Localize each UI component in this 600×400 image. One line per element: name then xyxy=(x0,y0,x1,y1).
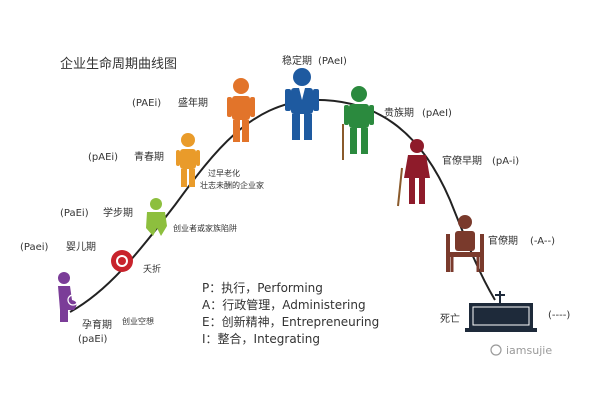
stage-name-early-bureaucracy: 官僚早期 xyxy=(442,154,482,167)
coffin-icon xyxy=(465,291,537,332)
legend-item-p: P：执行，Performing xyxy=(202,281,323,295)
aristocracy-figure-icon xyxy=(342,86,374,160)
annotation-premature-aging: 过早老化 xyxy=(208,168,240,178)
stage-name-death: 死亡 xyxy=(440,312,460,325)
infant-figure-icon xyxy=(111,250,133,272)
early-bureaucracy-figure-icon xyxy=(397,139,430,207)
diagram-title: 企业生命周期曲线图 xyxy=(60,56,177,72)
stage-code-infant: (Paei) xyxy=(20,242,49,253)
watermark: iamsujie xyxy=(490,344,552,357)
bureaucracy-figure-icon xyxy=(446,215,484,272)
annotation-unfulfilled-entrepreneur: 壮志未酬的企业家 xyxy=(200,180,264,190)
stage-code-prime: (PAEi) xyxy=(132,98,161,109)
watermark-text: iamsujie xyxy=(506,344,552,357)
stage-code-early-bureaucracy: (pA-i) xyxy=(492,156,519,167)
legend-item-a: A：行政管理，Administering xyxy=(202,297,366,312)
annotation-founder-trap: 创业者或家族陷阱 xyxy=(173,223,237,233)
stage-code-bureaucracy: (-A--) xyxy=(530,236,555,247)
annotation-startup-fantasy: 创业空想 xyxy=(122,316,154,326)
stage-code-gestation: (paEi) xyxy=(78,334,107,345)
pregnant-figure-icon xyxy=(58,272,79,322)
stage-code-adolescence: (pAEi) xyxy=(88,152,118,163)
stable-figure-icon xyxy=(285,68,319,140)
stage-name-bureaucracy: 官僚期 xyxy=(488,234,518,247)
legend-item-i: I：整合，Integrating xyxy=(202,331,320,346)
stage-name-infant: 婴儿期 xyxy=(66,241,96,253)
stage-name-prime: 盛年期 xyxy=(178,96,208,109)
stage-code-aristocracy: (pAeI) xyxy=(422,108,452,119)
toddler-figure-icon xyxy=(146,198,167,236)
wechat-icon xyxy=(490,344,502,356)
legend-item-e: E：创新精神，Entrepreneuring xyxy=(202,314,379,329)
stage-name-adolescence: 青春期 xyxy=(134,150,164,163)
prime-figure-icon xyxy=(227,78,255,142)
stage-code-go-go: (PaEi) xyxy=(60,208,89,219)
stage-code-death: (----) xyxy=(548,310,570,321)
teen-figure-icon xyxy=(176,133,200,187)
legend: P：执行，Performing A：行政管理，Administering E：创… xyxy=(202,281,379,346)
stage-code-stable: (PAeI) xyxy=(318,56,347,67)
stage-name-go-go: 学步期 xyxy=(103,206,133,219)
stage-name-stable: 稳定期 xyxy=(282,54,312,67)
stage-name-gestation: 孕育期 xyxy=(82,318,112,331)
annotation-infant-mortality: 夭折 xyxy=(143,263,161,275)
stage-name-aristocracy: 贵族期 xyxy=(384,106,414,119)
